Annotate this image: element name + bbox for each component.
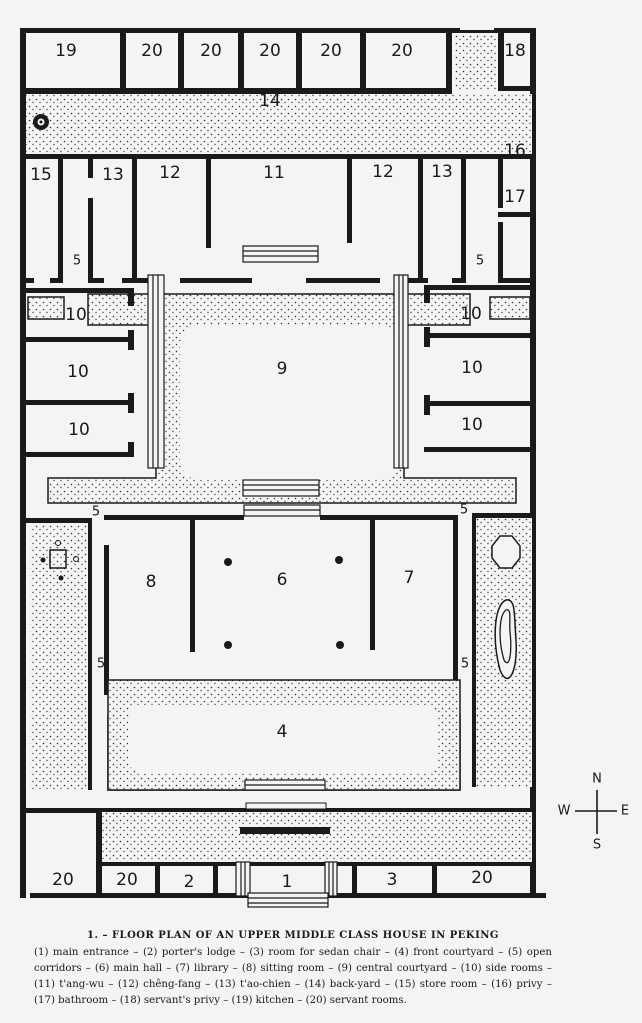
room-9-label: 9: [277, 359, 288, 379]
room-10-label: 10: [65, 305, 87, 325]
corridor-5-label: 5: [73, 254, 81, 269]
floor-plan: N S W E 19 20 20 20 20 20 18 14 15 13 12…: [20, 26, 630, 908]
corridor-5-label: 5: [92, 505, 100, 520]
compass-south: S: [593, 838, 601, 853]
room-11-label: 11: [263, 163, 285, 183]
compass-east: E: [621, 804, 629, 819]
room-15-label: 15: [30, 165, 52, 185]
room-7-label: 7: [404, 568, 415, 588]
room-20-label: 20: [471, 868, 493, 888]
corridor-5-label: 5: [460, 503, 468, 518]
compass-rose: N S W E: [558, 772, 630, 853]
room-16-label: 16: [504, 141, 526, 161]
room-20-label: 20: [141, 41, 163, 61]
room-4-label: 4: [277, 722, 288, 742]
room-10-label: 10: [460, 304, 482, 324]
room-12-label: 12: [159, 163, 181, 183]
room-10-label: 10: [68, 420, 90, 440]
room-20-label: 20: [259, 41, 281, 61]
room-10-label: 10: [461, 358, 483, 378]
room-10-label: 10: [461, 415, 483, 435]
room-19-label: 19: [55, 41, 77, 61]
room-20-label: 20: [391, 41, 413, 61]
corridor-5-label: 5: [461, 657, 469, 672]
room-6-label: 6: [277, 570, 288, 590]
figure-caption: 1. – FLOOR PLAN OF AN UPPER MIDDLE CLASS…: [34, 930, 552, 1009]
room-3-label: 3: [387, 870, 398, 890]
room-13-label: 13: [102, 165, 124, 185]
caption-legend: (1) main entrance – (2) porter's lodge –…: [34, 947, 552, 1006]
room-2-label: 2: [184, 872, 195, 892]
corridor-5-label: 5: [97, 657, 105, 672]
room-20-label: 20: [116, 870, 138, 890]
room-17-label: 17: [504, 187, 526, 207]
room-10-label: 10: [67, 362, 89, 382]
room-labels: 19 20 20 20 20 20 18 14 15 13 12 11 12 1…: [30, 41, 526, 892]
corridor-5-label: 5: [476, 254, 484, 269]
room-13-label: 13: [431, 162, 453, 182]
room-8-label: 8: [146, 572, 157, 592]
room-20-label: 20: [52, 870, 74, 890]
room-18-label: 18: [504, 41, 526, 61]
compass-west: W: [558, 804, 571, 819]
room-14-label: 14: [259, 91, 281, 111]
room-12-label: 12: [372, 162, 394, 182]
room-1-label: 1: [282, 872, 293, 892]
compass-north: N: [592, 772, 602, 787]
room-20-label: 20: [200, 41, 222, 61]
room-20-label: 20: [320, 41, 342, 61]
caption-title: 1. – FLOOR PLAN OF AN UPPER MIDDLE CLASS…: [87, 930, 499, 941]
